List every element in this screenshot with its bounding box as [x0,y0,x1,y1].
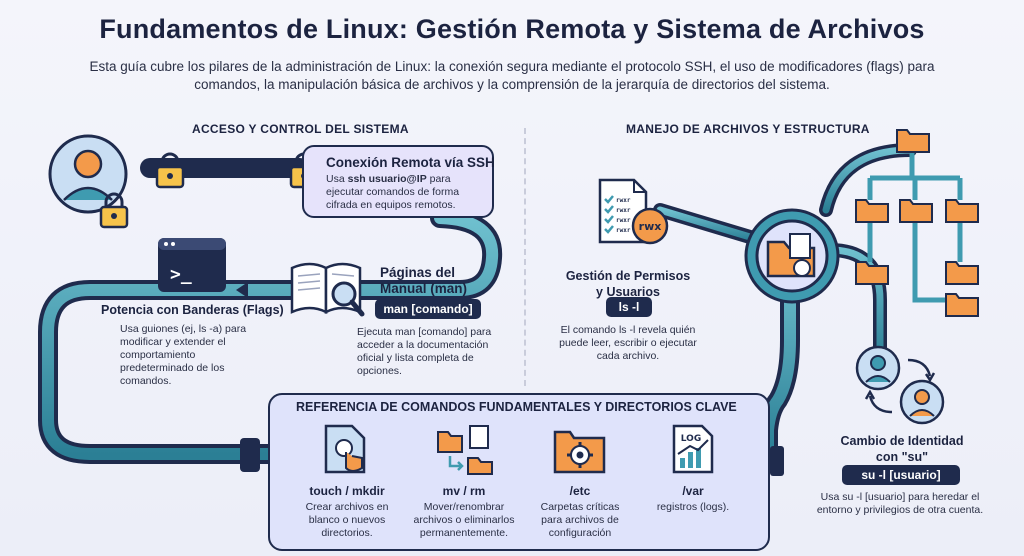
svg-text:rwxr: rwxr [616,207,631,214]
book-magnifier-icon [290,262,365,317]
log-file-icon: LOG [672,424,714,474]
folder-icon [896,129,930,153]
intro-text: Esta guía cubre los pilares de la admini… [89,59,935,92]
file-touch-icon [324,424,366,474]
user-switch-icon [855,345,945,425]
svg-text:rwxr: rwxr [616,227,631,234]
ref-item-desc: registros (logs). [656,501,730,513]
folder-icon [855,261,889,285]
manual-desc: Ejecuta man [comando] para acceder a la … [357,326,492,377]
rwx-badge: rwx [639,220,662,233]
ref-item-desc: Carpetas críticas para archivos de confi… [540,501,620,539]
reference-title: REFERENCIA DE COMANDOS FUNDAMENTALES Y D… [296,400,737,414]
ref-item-desc: Mover/renombrar archivos o eliminarlos p… [413,501,515,539]
flags-title: Potencia con Banderas (Flags) [101,303,284,317]
identity-title: Cambio de Identidad con "su" [840,434,964,464]
folder-icon [945,261,979,285]
ref-item-label: mv / rm [442,484,486,498]
ref-item-label: /etc [569,484,591,498]
manual-title: Páginas del Manual (man) [380,265,468,296]
section-divider [524,128,526,386]
folder-icon [945,293,979,317]
svg-text:rwxr: rwxr [616,217,631,224]
right-section-title: MANEJO DE ARCHIVOS Y ESTRUCTURA [626,122,870,136]
identity-command-pill: su -l [usuario] [842,465,960,485]
permissions-command-pill: ls -l [606,297,652,317]
terminal-icon: >_ [158,238,226,292]
left-section-title: ACCESO Y CONTROL DEL SISTEMA [192,122,409,136]
log-label: LOG [681,434,701,444]
folder-hub-icon [766,233,816,278]
ssh-desc: Usa ssh usuario@IP para ejecutar comando… [326,173,460,211]
permissions-desc: El comando ls -l revela quién puede leer… [559,324,697,362]
ref-item-label: /var [682,484,704,498]
page-title: Fundamentos de Linux: Gestión Remota y S… [99,14,925,44]
lock-icon [155,152,185,189]
svg-text:rwxr: rwxr [616,197,631,204]
ssh-command: ssh usuario@IP [347,173,427,185]
lock-icon [99,192,129,229]
ssh-card [302,145,494,218]
ref-item-desc: Crear archivos en blanco o nuevos direct… [305,501,389,539]
manual-command-pill: man [comando] [375,299,481,319]
permissions-title: Gestión de Permisos y Usuarios [565,269,691,299]
ref-item-label: touch / mkdir [309,484,385,498]
folder-icon [899,199,933,223]
move-files-icon [437,425,493,475]
folder-icon [945,199,979,223]
flags-desc: Usa guiones (ej, ls -a) para modificar y… [120,323,247,387]
identity-desc: Usa su -l [usuario] para heredar el ento… [816,491,984,516]
terminal-prompt: >_ [170,264,192,285]
permissions-document-icon: rwxr rwxr rwxr rwxr rwx [598,178,669,245]
config-folder-icon [553,430,606,474]
folder-icon [855,199,889,223]
ssh-title: Conexión Remota vía SSH [326,155,495,170]
